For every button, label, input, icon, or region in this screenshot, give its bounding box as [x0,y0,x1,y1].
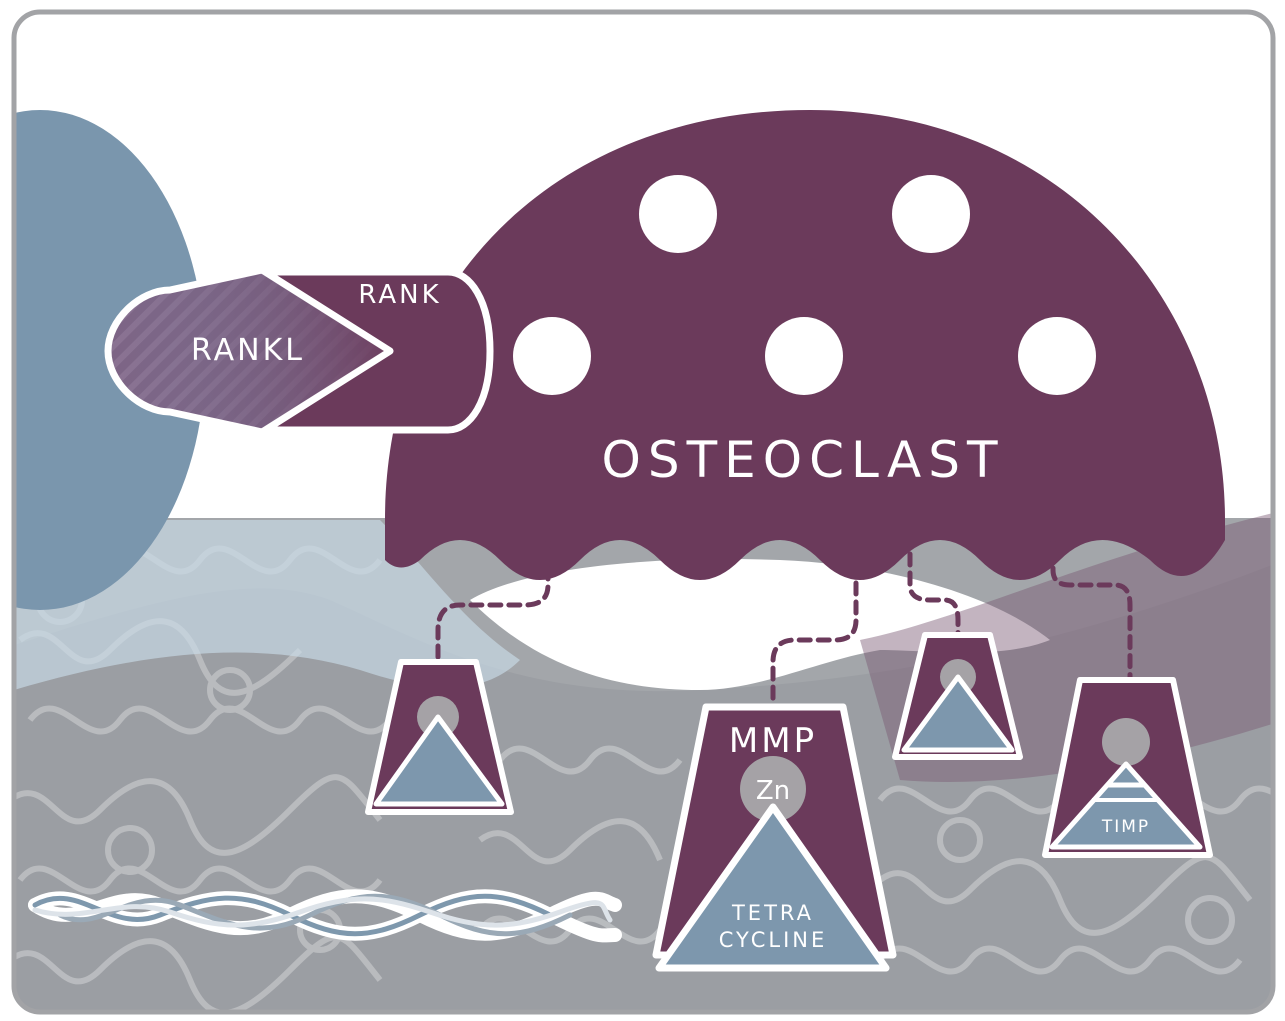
tetracycline-label-line2: CYCLINE [719,928,828,952]
tetracycline-label-line1: TETRA [731,901,814,925]
nucleus [1018,317,1096,395]
nucleus [639,175,717,253]
timp-label: TIMP [1101,817,1150,837]
nucleus [892,175,970,253]
nucleus [513,317,591,395]
rank-label: RANK [358,280,441,310]
rankl-label: RANKL [191,333,305,368]
zinc-ion [1102,718,1150,766]
nucleus [765,317,843,395]
mmp-label: MMP [729,721,817,761]
osteoclast-label: OSTEOCLAST [602,431,1005,489]
zn-label: Zn [756,776,790,806]
